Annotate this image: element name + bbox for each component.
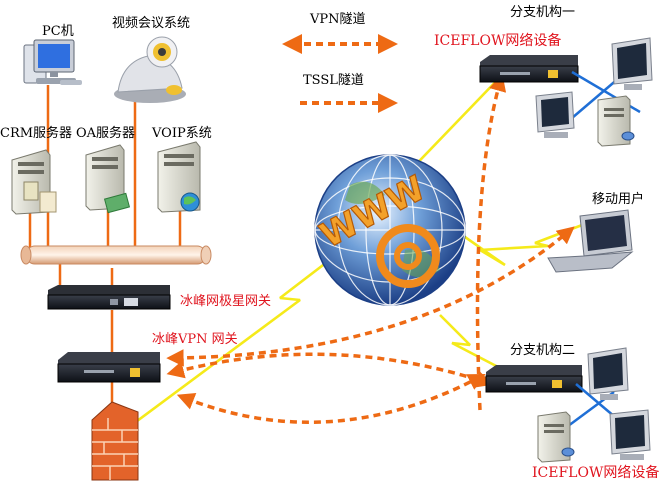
branch2-computer-icon (609, 409, 651, 460)
firewall-icon (91, 401, 139, 481)
vpn-tunnels (166, 73, 575, 424)
star-gateway-device (47, 285, 171, 310)
branch2-server-icon (537, 411, 575, 463)
label-pc: PC机 (42, 24, 74, 39)
tunnel-to-mobile (166, 226, 575, 367)
branch2-device (485, 365, 583, 393)
branch1-device (479, 55, 579, 83)
label-oa-server: OA服务器 (76, 126, 136, 141)
oa-server-icon (85, 144, 131, 214)
legend-tssl-tunnel: TSSL隧道 (303, 73, 364, 88)
tunnel-to-branch2-upper (166, 352, 494, 388)
branch1-computer-icon (535, 91, 575, 138)
label-device2: ICEFLOW网络设备 (532, 465, 660, 481)
backbone-bus (20, 245, 212, 265)
label-star-gateway: 冰峰网极星网关 (180, 294, 272, 309)
mobile-laptop-icon (547, 209, 634, 273)
label-device1: ICEFLOW网络设备 (434, 33, 562, 49)
crm-server-icon (11, 149, 57, 215)
label-voip: VOIP系统 (152, 126, 212, 141)
branch2-monitor-icon (587, 347, 629, 400)
label-crm-server: CRM服务器 (0, 126, 73, 141)
label-vpn-gateway: 冰峰VPN 网关 (152, 332, 238, 347)
internet-globe (314, 154, 466, 306)
branch1-server-icon (597, 95, 635, 147)
vpn-gateway-device (57, 352, 161, 383)
video-camera-icon (114, 36, 186, 103)
label-mobile-user: 移动用户 (592, 192, 645, 207)
legend-vpn-tunnel: VPN隧道 (310, 12, 366, 27)
label-branch1: 分支机构一 (510, 5, 576, 20)
label-branch2: 分支机构二 (510, 343, 576, 358)
tunnel-to-branch2-lower (176, 373, 486, 424)
label-video-conference: 视频会议系统 (112, 16, 191, 31)
branch1-monitor-icon (611, 37, 653, 90)
tunnel-to-branch1 (475, 73, 507, 411)
voip-server-icon (157, 141, 201, 213)
pc-icon (23, 39, 82, 85)
